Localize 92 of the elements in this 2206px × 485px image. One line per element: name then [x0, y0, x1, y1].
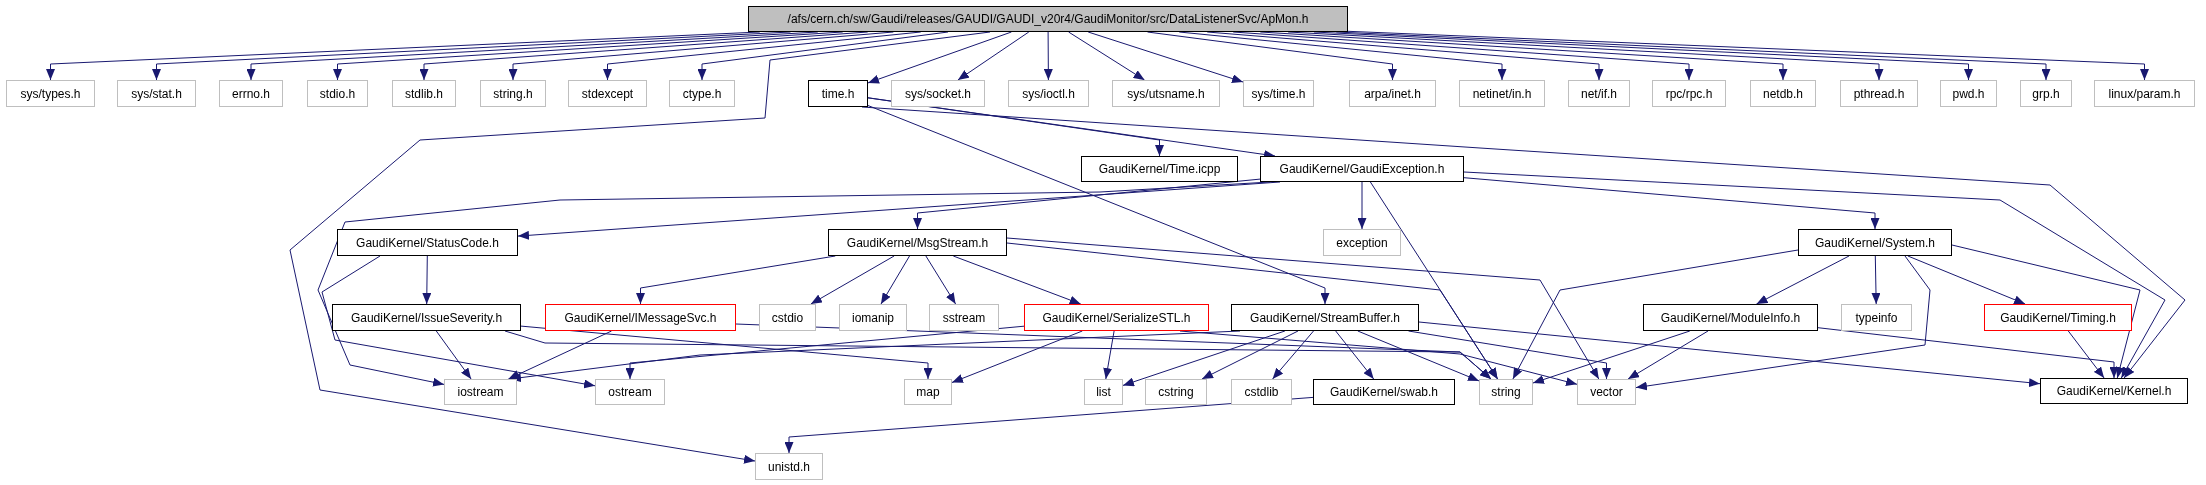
header-file-box: GaudiKernel/ModuleInfo.h [1643, 304, 1818, 331]
header-file-box: netinet/in.h [1459, 80, 1545, 107]
include-arrow [867, 105, 1330, 305]
include-arrow [867, 31, 1012, 84]
header-file-box: GaudiKernel/StatusCode.h [337, 229, 518, 256]
include-arrow [1201, 330, 1299, 380]
header-file-box: sys/stat.h [117, 80, 196, 107]
header-file-box: map [904, 379, 952, 405]
file-title-box: /afs/cern.ch/sw/Gaudi/releases/GAUDI/GAUDI_v20r4/GaudiMonitor/src/DataListenerSvc/ApMon.h [748, 6, 1348, 32]
header-file-box: pwd.h [1940, 80, 1997, 107]
include-arrow [1357, 330, 1480, 382]
include-arrow [1463, 171, 2166, 379]
header-file-box: ctype.h [669, 80, 735, 107]
include-arrow [957, 31, 1030, 81]
header-file-box: GaudiKernel/StreamBuffer.h [1231, 304, 1419, 331]
include-arrow [1087, 31, 1244, 83]
header-file-box: stdlib.h [392, 80, 456, 107]
header-file-box: vector [1577, 379, 1636, 405]
header-file-box: string.h [480, 80, 546, 107]
include-arrow [520, 325, 933, 380]
header-file-box: sys/ioctl.h [1008, 80, 1089, 107]
header-file-box: stdexcept [568, 80, 647, 107]
include-arrow [435, 330, 472, 380]
header-file-box: net/if.h [1568, 80, 1630, 107]
include-arrow [880, 255, 910, 305]
include-arrow [810, 255, 895, 305]
header-file-box: sys/time.h [1243, 80, 1314, 107]
include-arrow [1463, 177, 1880, 230]
include-arrow [1357, 181, 1367, 230]
include-arrow [1006, 242, 1499, 380]
header-file-box: netdb.h [1750, 80, 1816, 107]
header-file-box: errno.h [219, 80, 283, 107]
header-file-box: sys/socket.h [891, 80, 985, 107]
include-arrow [422, 255, 432, 305]
include-arrow [1871, 255, 1881, 305]
include-arrow [1272, 330, 1314, 380]
header-file-box: GaudiKernel/SerializeSTL.h [1024, 304, 1209, 331]
header-file-box: time.h [808, 80, 868, 107]
header-file-box: sys/utsname.h [1112, 80, 1220, 107]
header-file-box: cstring [1145, 379, 1207, 405]
header-file-box: pthread.h [1840, 80, 1918, 107]
include-arrow [321, 255, 596, 389]
header-file-box: GaudiKernel/Time.icpp [1081, 156, 1238, 182]
header-file-box: exception [1323, 229, 1401, 256]
header-file-box: GaudiKernel/System.h [1798, 229, 1952, 256]
header-file-box: unistd.h [755, 453, 823, 480]
header-file-box: GaudiKernel/IssueSeverity.h [332, 304, 521, 331]
header-file-box: rpc/rpc.h [1652, 80, 1726, 107]
header-file-box: GaudiKernel/swab.h [1313, 379, 1455, 405]
header-file-box: GaudiKernel/GaudiException.h [1260, 156, 1464, 182]
include-arrow [1635, 255, 1931, 391]
header-file-box: typeinfo [1841, 304, 1912, 331]
include-arrow [1817, 327, 2119, 379]
header-file-box: GaudiKernel/Kernel.h [2040, 378, 2188, 404]
header-file-box: sstream [929, 304, 999, 331]
include-arrow [1347, 30, 2149, 81]
include-arrow [507, 330, 612, 380]
include-arrow [952, 255, 1082, 305]
include-arrow [784, 396, 1314, 454]
include-arrow [1068, 31, 1146, 81]
include-arrow [913, 178, 1261, 230]
header-file-box: string [1479, 379, 1533, 405]
include-arrow [2067, 330, 2105, 379]
header-file-box: sys/types.h [6, 80, 95, 107]
include-arrow [1103, 330, 1115, 380]
include-arrow [1512, 249, 1799, 380]
include-arrow [1043, 31, 1053, 81]
include-arrow [1627, 330, 1709, 380]
header-file-box: ostream [595, 379, 665, 405]
include-arrow [1951, 244, 2141, 379]
header-file-box: linux/param.h [2094, 80, 2195, 107]
include-arrow [1335, 330, 1375, 380]
header-file-box: list [1084, 379, 1123, 405]
include-arrow [1907, 255, 2026, 305]
header-file-box: stdio.h [307, 80, 368, 107]
include-arrow [925, 255, 957, 305]
include-arrow [625, 325, 1025, 380]
header-file-box: cstdlib [1231, 379, 1292, 405]
include-arrow [1006, 237, 1600, 380]
header-file-box: cstdio [759, 304, 816, 331]
header-file-box: iomanip [839, 304, 907, 331]
header-file-box: GaudiKernel/IMessageSvc.h [545, 304, 736, 331]
header-file-box: GaudiKernel/MsgStream.h [828, 229, 1007, 256]
header-file-box: arpa/inet.h [1349, 80, 1436, 107]
include-arrow [1122, 330, 1286, 387]
include-arrow [951, 330, 1083, 383]
include-arrow [1418, 321, 2041, 388]
header-file-box: grp.h [2020, 80, 2072, 107]
header-file-box: GaudiKernel/Timing.h [1984, 304, 2132, 331]
include-arrow [1756, 255, 1850, 305]
header-file-box: iostream [444, 379, 517, 405]
include-arrow [1532, 330, 1691, 384]
